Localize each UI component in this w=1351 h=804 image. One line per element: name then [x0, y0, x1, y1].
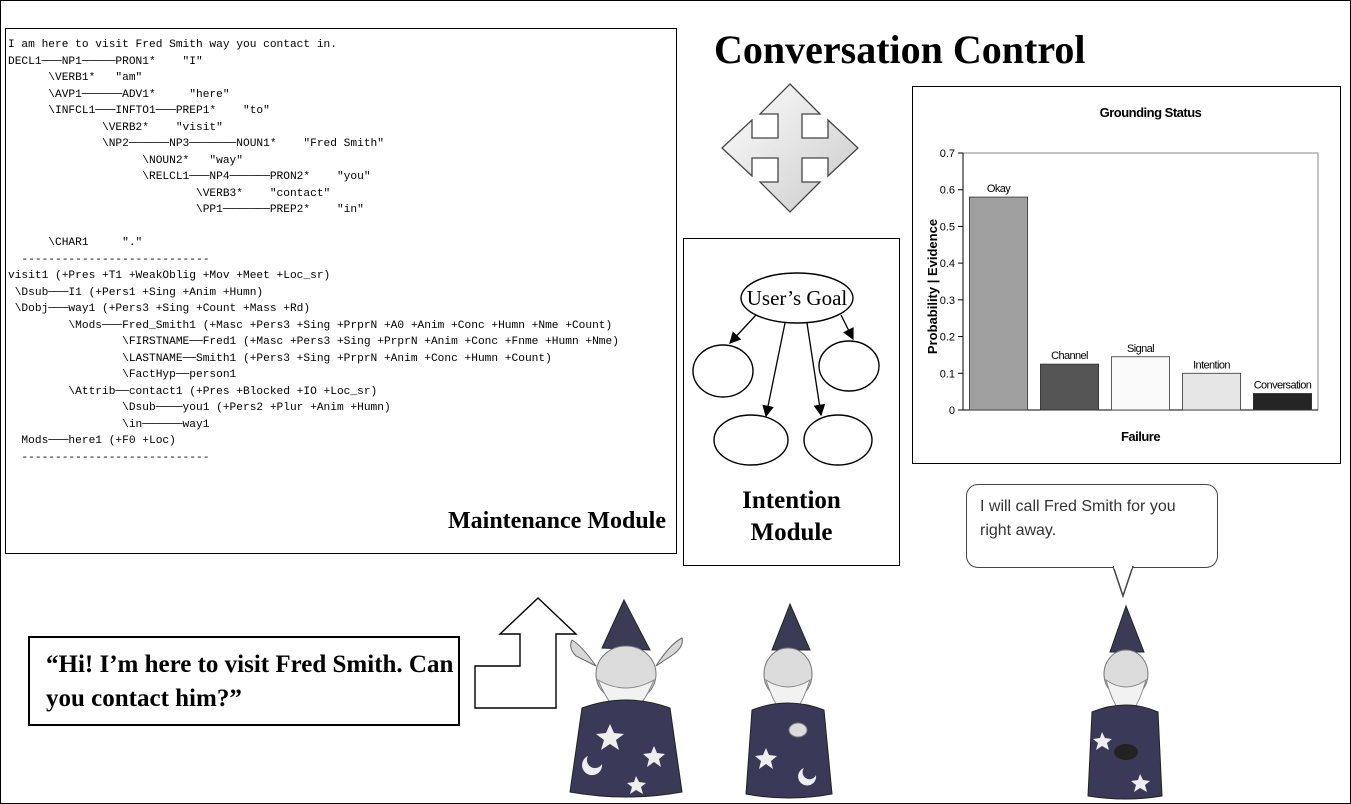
- wizard-character-icon: [1087, 604, 1163, 800]
- subgoal-node: [803, 414, 873, 466]
- bar-label: Channel: [1051, 350, 1088, 362]
- y-tick-label: 0.4: [940, 258, 955, 270]
- goal-node: [740, 272, 854, 324]
- speech-bubble: I will call Fred Smith for you right awa…: [966, 484, 1218, 568]
- maintenance-module-label: Maintenance Module: [448, 508, 666, 534]
- y-tick-label: 0.7: [940, 148, 955, 160]
- subgoal-node: [818, 340, 880, 392]
- wizard-character-icon: [569, 598, 683, 798]
- bar-conversation: [1252, 393, 1313, 411]
- subgoal-node: [713, 414, 789, 466]
- bar-signal: [1110, 356, 1171, 411]
- y-tick-label: 0.6: [940, 185, 955, 197]
- bar-chart: Grounding Status 0 0.1 0.2 0.3 0.4 0.5 0.6 0.7Ok…: [925, 105, 1319, 444]
- intention-module-panel: User’s Goal Intention Module: [683, 238, 900, 566]
- goal-node-label: User’s Goal: [747, 286, 848, 310]
- bar-okay: [968, 196, 1029, 411]
- user-utterance-box: “Hi! I’m here to visit Fred Smith. Can y…: [28, 636, 460, 726]
- y-tick-label: 0.5: [940, 221, 955, 233]
- bar-label: Conversation: [1254, 379, 1312, 391]
- intention-module-label: Intention Module: [742, 487, 841, 546]
- page-title: Conversation Control: [714, 27, 1086, 72]
- goal-tree: User’s Goal: [692, 272, 880, 466]
- chart-title: Grounding Status: [1100, 105, 1202, 120]
- bent-arrow-icon: [474, 597, 578, 709]
- y-tick-label: 0.3: [940, 295, 955, 307]
- subgoal-node: [692, 344, 754, 398]
- parse-tree-text: I am here to visit Fred Smith way you co…: [8, 39, 619, 464]
- bar-intention: [1181, 372, 1242, 411]
- y-axis-label: Probability | Evidence: [925, 219, 940, 354]
- bar-label: Okay: [987, 183, 1011, 195]
- bar-label: Intention: [1193, 359, 1230, 371]
- y-tick-label: 0.1: [940, 368, 955, 380]
- speech-bubble-tail: [1113, 566, 1134, 598]
- wizard-character-icon: [745, 602, 833, 799]
- x-axis-label: Failure: [1121, 429, 1160, 444]
- bar-label: Signal: [1127, 343, 1154, 355]
- y-tick-label: 0.2: [940, 332, 955, 344]
- bar-channel: [1039, 363, 1100, 411]
- y-tick-label: 0: [949, 405, 955, 417]
- four-way-arrow-icon: [721, 83, 859, 213]
- maintenance-module-panel: I am here to visit Fred Smith way you co…: [5, 28, 677, 554]
